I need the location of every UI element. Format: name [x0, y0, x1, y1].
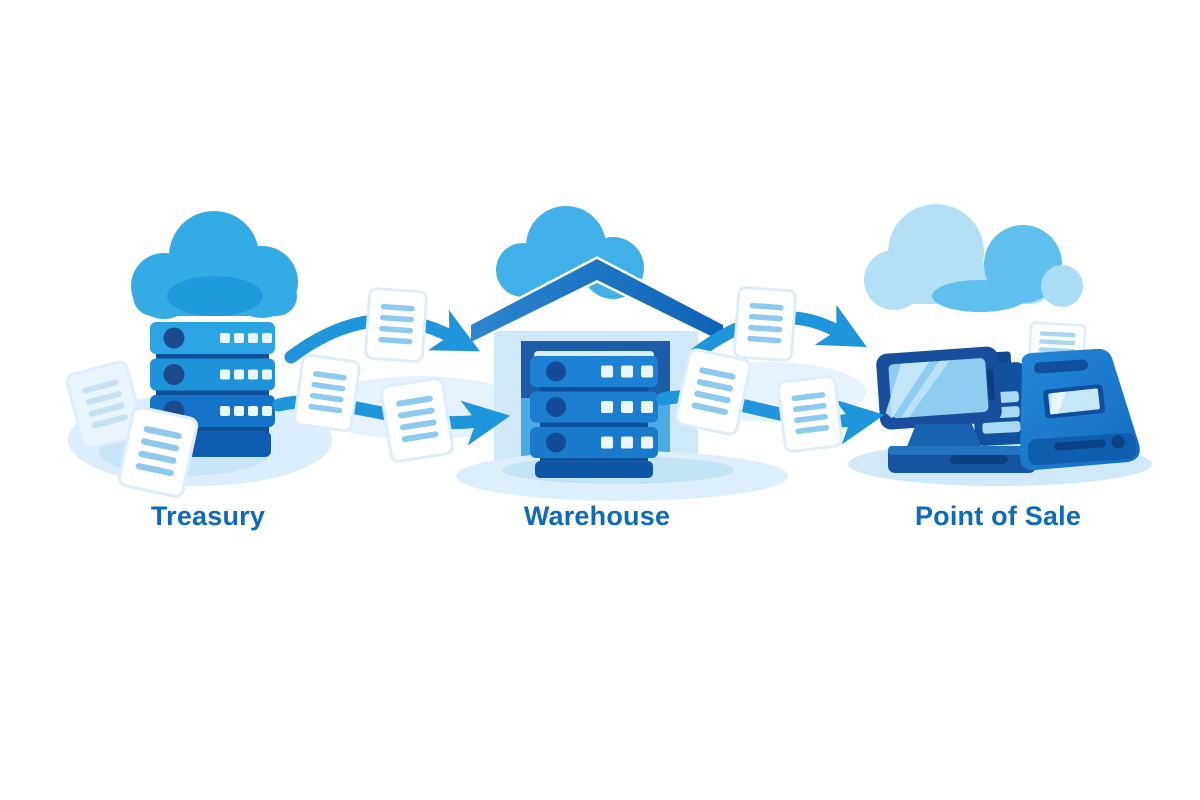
pos-cloud-icon	[864, 204, 1083, 312]
treasury-cloud-icon	[131, 211, 298, 319]
screen-shine	[885, 361, 930, 419]
node-label-treasury: Treasury	[150, 501, 266, 531]
document-icon	[363, 286, 429, 364]
node-label-warehouse: Warehouse	[523, 501, 671, 531]
document-icon	[732, 285, 798, 363]
pos-monitor	[876, 346, 1002, 430]
pos-printer-unit	[1020, 348, 1140, 471]
server-knobs	[546, 361, 566, 453]
warehouse-server-icon	[530, 351, 658, 478]
pos-monitor-stand	[906, 424, 982, 449]
server-indicator-squares	[220, 333, 272, 416]
server-knobs	[163, 327, 185, 422]
pos-base	[888, 446, 1036, 473]
document-icon	[776, 374, 844, 454]
printer-screen	[1043, 384, 1106, 419]
document-icon	[292, 353, 362, 433]
printer-slot	[1034, 359, 1089, 374]
document-icon	[378, 376, 456, 464]
server-indicator-squares	[601, 365, 653, 449]
printer-bottom-band	[1027, 432, 1137, 466]
node-label-point-of-sale: Point of Sale	[914, 501, 1082, 531]
pos-terminal-icon	[876, 321, 1140, 473]
